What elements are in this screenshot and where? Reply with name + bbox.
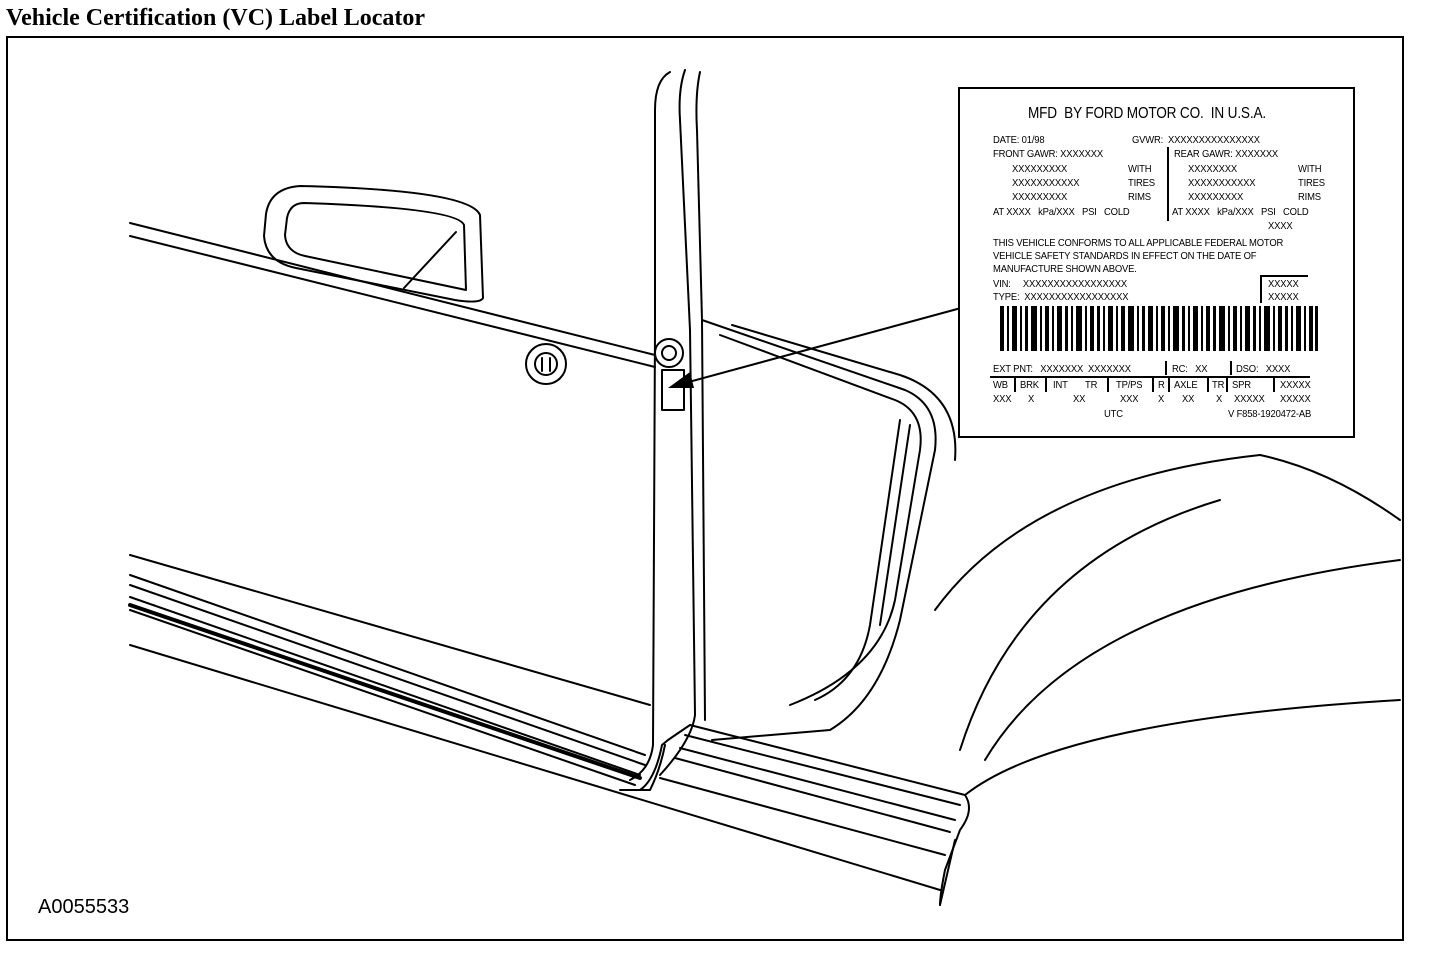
- label-rear-tires: TIRES: [1298, 177, 1325, 189]
- label-utc: UTC: [1104, 408, 1123, 420]
- door-top-edge: [129, 222, 656, 356]
- rear-window-frame: [719, 334, 922, 706]
- label-code-value-last: XXXXX: [1280, 393, 1311, 405]
- label-code-value-r: X: [1158, 393, 1165, 405]
- label-code-value-brk: X: [1028, 393, 1035, 405]
- label-rear-line-1: XXXXXXXX: [1188, 163, 1237, 175]
- label-date: DATE: 01/98: [993, 134, 1045, 146]
- rear-door-opening: [701, 319, 937, 741]
- label-rear-rims: RIMS: [1298, 191, 1321, 203]
- label-front-line-2: XXXXXXXXXXX: [1012, 177, 1080, 189]
- label-vin: VIN: XXXXXXXXXXXXXXXXX: [993, 278, 1127, 290]
- label-box-2: XXXXX: [1268, 291, 1299, 303]
- page-title: Vehicle Certification (VC) Label Locator: [6, 5, 426, 31]
- figure-id: A0055533: [38, 896, 130, 918]
- locator-arrow: [684, 304, 973, 384]
- label-rear-with: WITH: [1298, 163, 1322, 175]
- label-code-value-axle: XX: [1182, 393, 1195, 405]
- b-pillar-outer: [629, 71, 671, 781]
- label-rear-gawr: REAR GAWR: XXXXXXX: [1174, 148, 1279, 160]
- label-code-header-tr2: TR: [1212, 379, 1225, 391]
- rear-sill: [689, 724, 966, 796]
- quarter-contour-3: [964, 699, 1401, 796]
- label-conform-3: MANUFACTURE SHOWN ABOVE.: [993, 263, 1137, 275]
- door-handle-inner: [284, 202, 467, 291]
- vin-barcode: [1000, 306, 1318, 351]
- door-striker: [654, 338, 684, 368]
- label-front-line-1: XXXXXXXXX: [1012, 163, 1068, 175]
- door-handle-recess: [263, 185, 484, 303]
- label-rear-line-3: XXXXXXXXX: [1188, 191, 1244, 203]
- label-code-header-tpps: TP/PS: [1116, 379, 1143, 391]
- label-code-header-int: INT: [1053, 379, 1068, 391]
- label-rear-line-2: XXXXXXXXXXX: [1188, 177, 1256, 189]
- figure-frame: [6, 36, 1404, 941]
- b-pillar-inner: [695, 71, 706, 721]
- label-code-value-wb: XXX: [993, 393, 1012, 405]
- label-code-value-tr: X: [1216, 393, 1223, 405]
- label-code-header-brk: BRK: [1020, 379, 1039, 391]
- sill-line-1: [129, 554, 651, 706]
- label-front-at: AT XXXX kPa/XXX PSI COLD: [993, 206, 1130, 218]
- sill-line-low: [129, 644, 941, 891]
- label-front-gawr: FRONT GAWR: XXXXXXX: [993, 148, 1104, 160]
- label-rear-xxxx: XXXX: [1268, 220, 1293, 232]
- label-code-header-tr: TR: [1085, 379, 1098, 391]
- vc-label: MFD BY FORD MOTOR CO. IN U.S.A. DATE: 01…: [958, 87, 1355, 438]
- label-conform-2: VEHICLE SAFETY STANDARDS IN EFFECT ON TH…: [993, 250, 1257, 262]
- label-code-header-spr: SPR: [1232, 379, 1251, 391]
- label-front-line-3: XXXXXXXXX: [1012, 191, 1068, 203]
- label-code-value-int: XX: [1073, 393, 1086, 405]
- label-conform-1: THIS VEHICLE CONFORMS TO ALL APPLICABLE …: [993, 237, 1284, 249]
- lock-cylinder-inner: [534, 352, 558, 376]
- label-code-header-last: XXXXX: [1280, 379, 1311, 391]
- label-box-1: XXXXX: [1268, 278, 1299, 290]
- vc-label-location: [661, 369, 685, 411]
- label-dso: DSO: XXXX: [1236, 363, 1291, 375]
- label-code-header-wb: WB: [993, 379, 1008, 391]
- label-front-tires: TIRES: [1128, 177, 1155, 189]
- door-top-edge-inner: [129, 235, 656, 368]
- label-heading: MFD BY FORD MOTOR CO. IN U.S.A.: [1028, 105, 1266, 122]
- quarter-contour-4: [984, 559, 1401, 761]
- quarter-contour-2: [959, 499, 1221, 751]
- label-rear-at: AT XXXX kPa/XXX PSI COLD: [1172, 206, 1309, 218]
- b-pillar-edge: [659, 69, 696, 776]
- label-code-value-spr: XXXXX: [1234, 393, 1265, 405]
- label-type: TYPE: XXXXXXXXXXXXXXXXX: [993, 291, 1129, 303]
- label-ext-pnt: EXT PNT: XXXXXXX XXXXXXX: [993, 363, 1131, 375]
- label-code-value-tpps: XXX: [1120, 393, 1139, 405]
- label-front-with: WITH: [1128, 163, 1152, 175]
- label-front-rims: RIMS: [1128, 191, 1151, 203]
- label-code-header-axle: AXLE: [1174, 379, 1198, 391]
- label-code-header-r: R: [1158, 379, 1165, 391]
- quarter-contour-1: [934, 454, 1261, 611]
- label-gvwr: GVWR: XXXXXXXXXXXXXXX: [1132, 134, 1260, 146]
- lock-cylinder-outer: [525, 343, 567, 385]
- label-rc: RC: XX: [1172, 363, 1208, 375]
- label-part-number: V F858-1920472-AB: [1228, 408, 1312, 420]
